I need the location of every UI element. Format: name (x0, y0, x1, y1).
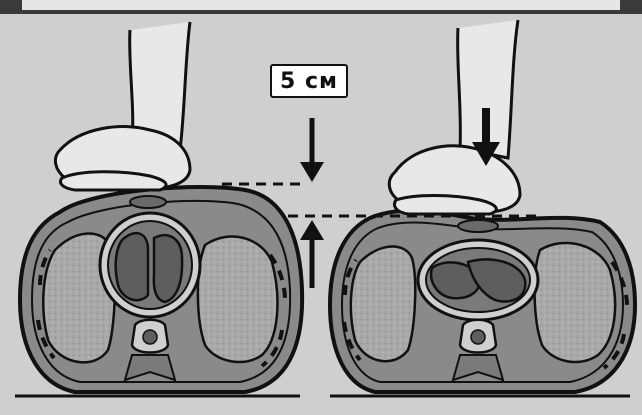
depth-label-text: 5 см (280, 69, 338, 94)
right-sternum (458, 220, 498, 232)
left-heart-chamber-a (116, 233, 148, 300)
left-spinal-canal (143, 330, 157, 344)
left-sternum (130, 196, 166, 208)
depth-label: 5 см (270, 64, 348, 98)
right-hands (389, 20, 520, 214)
down-arrow-head (300, 162, 324, 182)
right-spinal-canal (471, 330, 485, 344)
right-torso-section (330, 211, 635, 392)
left-torso-section (20, 187, 302, 392)
left-hands (55, 22, 190, 190)
right-lung-left (351, 246, 415, 361)
up-arrow-head (300, 220, 324, 240)
top-frame-inner (22, 0, 620, 10)
right-lung-right (535, 243, 616, 362)
left-lung-right (198, 237, 278, 363)
